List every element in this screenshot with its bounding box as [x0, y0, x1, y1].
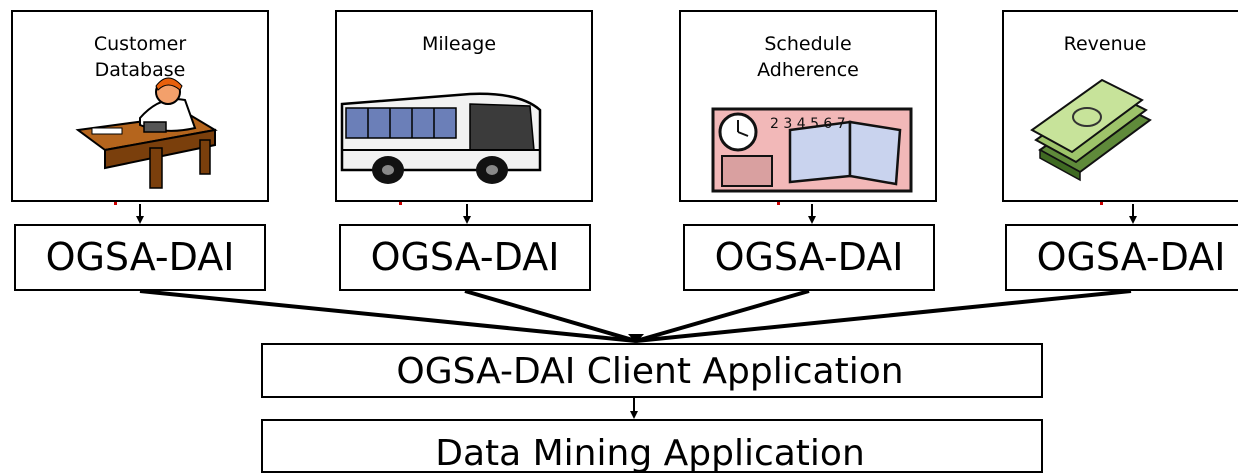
dai-node-label: OGSA-DAI	[715, 235, 904, 279]
data-mining-application-label: Data Mining Application	[435, 433, 865, 473]
svg-text:2 3 4 5 6 7: 2 3 4 5 6 7	[770, 116, 846, 132]
source-label-line1: Customer	[94, 33, 186, 55]
client-application-box: OGSA-DAI Client Application	[261, 343, 1043, 398]
source-label-line1: Revenue	[1064, 33, 1147, 55]
source-customer-database: Customer Database	[11, 10, 269, 202]
dai-node-1: OGSA-DAI	[14, 224, 266, 291]
dai-node-2: OGSA-DAI	[339, 224, 591, 291]
tick-marks	[114, 202, 1103, 205]
dai-node-label: OGSA-DAI	[371, 235, 560, 279]
dai-node-3: OGSA-DAI	[683, 224, 935, 291]
money-stack-icon	[1030, 78, 1152, 182]
source-label-line2: Database	[95, 59, 186, 81]
bus-icon	[340, 92, 542, 184]
dai-node-label: OGSA-DAI	[1037, 235, 1226, 279]
dai-node-label: OGSA-DAI	[46, 235, 235, 279]
dai-node-4: OGSA-DAI	[1005, 224, 1238, 291]
calendar-clock-book-icon: 2 3 4 5 6 7	[711, 107, 913, 193]
source-to-dai-arrows	[136, 204, 1137, 224]
source-revenue: Revenue	[1002, 10, 1238, 202]
source-schedule-adherence: Schedule Adherence 2 3 4 5 6 7	[679, 10, 937, 202]
person-on-phone-at-desk-icon	[75, 77, 218, 189]
source-mileage: Mileage	[335, 10, 593, 202]
dai-to-client-connectors	[139, 289, 1132, 343]
data-mining-application-box: Data Mining Application	[261, 419, 1043, 473]
source-label-line2: Adherence	[757, 59, 859, 81]
source-label-line1: Mileage	[422, 33, 496, 55]
client-application-label: OGSA-DAI Client Application	[396, 351, 903, 392]
source-label-line1: Schedule	[764, 33, 851, 55]
